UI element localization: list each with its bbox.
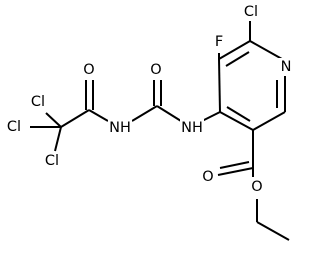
bond-nh-c-amide bbox=[88, 109, 109, 122]
atom-o-ester: O bbox=[249, 178, 265, 196]
atom-nh-amide: NH bbox=[108, 119, 132, 137]
bond-amide-c-ccl3 bbox=[60, 109, 90, 128]
label-o-ester-carbonyl: O bbox=[202, 169, 213, 185]
label-o-ester: O bbox=[251, 179, 262, 195]
atom-o-urea: O bbox=[148, 61, 164, 79]
atom-labels: Cl F N NH O NH bbox=[3, 3, 294, 196]
atom-cl-left: Cl bbox=[3, 118, 25, 136]
bond-ring-ccl-n bbox=[249, 40, 283, 60]
label-cl-bottom: Cl bbox=[45, 153, 59, 169]
bond-ring-cester-cnh bbox=[219, 111, 254, 131]
label-nh-urea: NH bbox=[181, 120, 203, 136]
atom-f-ring: F bbox=[211, 33, 227, 51]
atom-n-ring: N bbox=[278, 58, 294, 76]
bond-ccl3-cl-top bbox=[45, 112, 62, 128]
label-cl-top: Cl bbox=[31, 94, 45, 110]
atom-o-amide: O bbox=[81, 61, 97, 79]
bond-ester-c-o-double bbox=[217, 167, 254, 176]
bond-ring-ch-cester bbox=[252, 111, 286, 131]
bond-ch2-ch3 bbox=[256, 221, 290, 241]
label-o-amide: O bbox=[83, 62, 94, 78]
label-nh-amide: NH bbox=[109, 120, 131, 136]
atom-cl-ring: Cl bbox=[240, 3, 262, 21]
bond-nh-c-urea bbox=[156, 105, 182, 122]
bond-ring-cf-ccl-inner bbox=[225, 51, 250, 67]
bond-ester-c-o-double-2 bbox=[219, 161, 250, 169]
bond-ccl3-cl-bottom bbox=[54, 126, 62, 152]
label-cl-left: Cl bbox=[7, 119, 21, 135]
atom-cl-top: Cl bbox=[27, 93, 49, 111]
bond-ring-cnh-cf bbox=[218, 58, 221, 113]
label-cl-ring: Cl bbox=[244, 4, 258, 20]
bond-ring-cester-cnh-inner bbox=[226, 106, 251, 122]
bond-c-nh-urea bbox=[201, 111, 221, 122]
atom-o-ester-carbonyl: O bbox=[200, 168, 216, 186]
bond-urea-c-nh bbox=[131, 105, 158, 122]
atom-cl-bottom: Cl bbox=[41, 152, 63, 170]
bond-ring-cf-ccl bbox=[218, 40, 251, 60]
label-o-urea: O bbox=[150, 62, 161, 78]
atom-nh-urea: NH bbox=[180, 119, 204, 137]
bonds bbox=[30, 20, 290, 241]
label-n-ring: N bbox=[281, 59, 292, 75]
label-f-ring: F bbox=[215, 34, 223, 50]
